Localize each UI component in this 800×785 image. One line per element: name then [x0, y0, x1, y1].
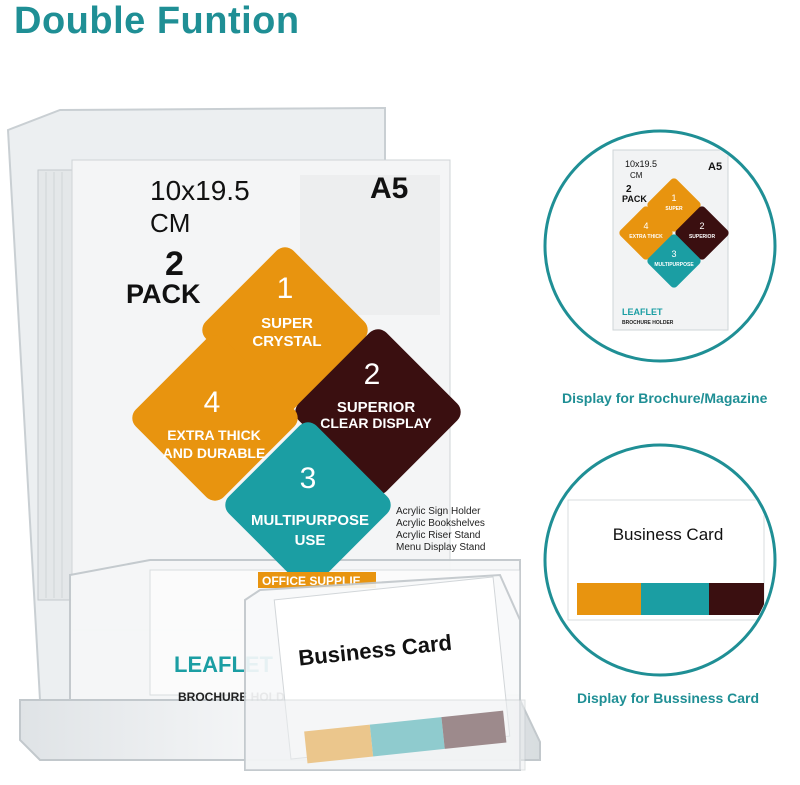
- inset-size: 10x19.5: [625, 159, 657, 169]
- badge-4-line2: AND DURABLE: [163, 445, 266, 461]
- brochure-inset: 10x19.5 CM A5 2 PACK 1 SUPER 2 SUPERIOR …: [612, 149, 729, 331]
- badge-2-number: 2: [364, 358, 381, 391]
- use-item-3: Acrylic Riser Stand: [396, 530, 480, 541]
- card-title-inset: Business Card: [613, 525, 724, 544]
- leaflet-pack-label: PACK: [126, 279, 201, 309]
- badge-3-line2: USE: [295, 532, 326, 549]
- inset-size-unit: CM: [630, 171, 643, 180]
- leaflet-format: A5: [370, 172, 408, 205]
- inset-badge-3-number: 3: [671, 249, 676, 259]
- use-item-1: Acrylic Sign Holder: [396, 506, 481, 517]
- badge-3: 3 MULTIPURPOSE USE: [225, 422, 391, 588]
- badge-1-line1: SUPER: [261, 315, 313, 332]
- badge-2-line1: SUPERIOR: [337, 399, 416, 416]
- inset-badge-2-number: 2: [699, 221, 704, 231]
- use-item-2: Acrylic Bookshelves: [396, 518, 485, 529]
- inset-brand: LEAFLET: [622, 307, 663, 317]
- badge-3-line1: MULTIPURPOSE: [251, 512, 369, 529]
- leaflet-size-text: 10x19.5: [150, 175, 250, 206]
- badge-4-line1: EXTRA THICK: [167, 427, 261, 443]
- use-item-4: Menu Display Stand: [396, 542, 486, 553]
- badge-1-line2: CRYSTAL: [252, 333, 321, 350]
- business-card-holder: Business Card: [244, 573, 526, 771]
- inset-pack-label: PACK: [622, 194, 647, 204]
- inset-badge-4-number: 4: [643, 221, 648, 231]
- badge-3-number: 3: [300, 462, 317, 495]
- card-inset: Business Card: [567, 499, 765, 621]
- caption-brochure: Display for Brochure/Magazine: [562, 390, 768, 406]
- leaflet-pack-number: 2: [165, 245, 184, 283]
- badge-1-number: 1: [277, 272, 294, 305]
- inset-pack-number: 2: [626, 184, 632, 195]
- inset-badge-4-text: EXTRA THICK: [629, 234, 663, 240]
- inset-brand-sub: BROCHURE HOLDER: [622, 320, 674, 326]
- badge-2-line2: CLEAR DISPLAY: [320, 415, 432, 431]
- headline: Double Funtion: [14, 0, 300, 42]
- inset-badge-2-text: SUPERIOR: [689, 234, 716, 240]
- uses-list: Acrylic Sign Holder Acrylic Bookshelves …: [396, 506, 486, 553]
- inset-badge-3-text: MULTIPURPOSE: [654, 262, 694, 268]
- leaflet-size-unit: CM: [150, 208, 190, 238]
- inset-badge-1-number: 1: [671, 193, 676, 203]
- inset-format: A5: [708, 161, 722, 173]
- caption-card: Display for Bussiness Card: [577, 690, 760, 706]
- inset-badge-1-text: SUPER: [665, 206, 683, 212]
- badge-4: 4 EXTRA THICK AND DURABLE: [132, 335, 298, 501]
- badge-4-number: 4: [204, 386, 221, 419]
